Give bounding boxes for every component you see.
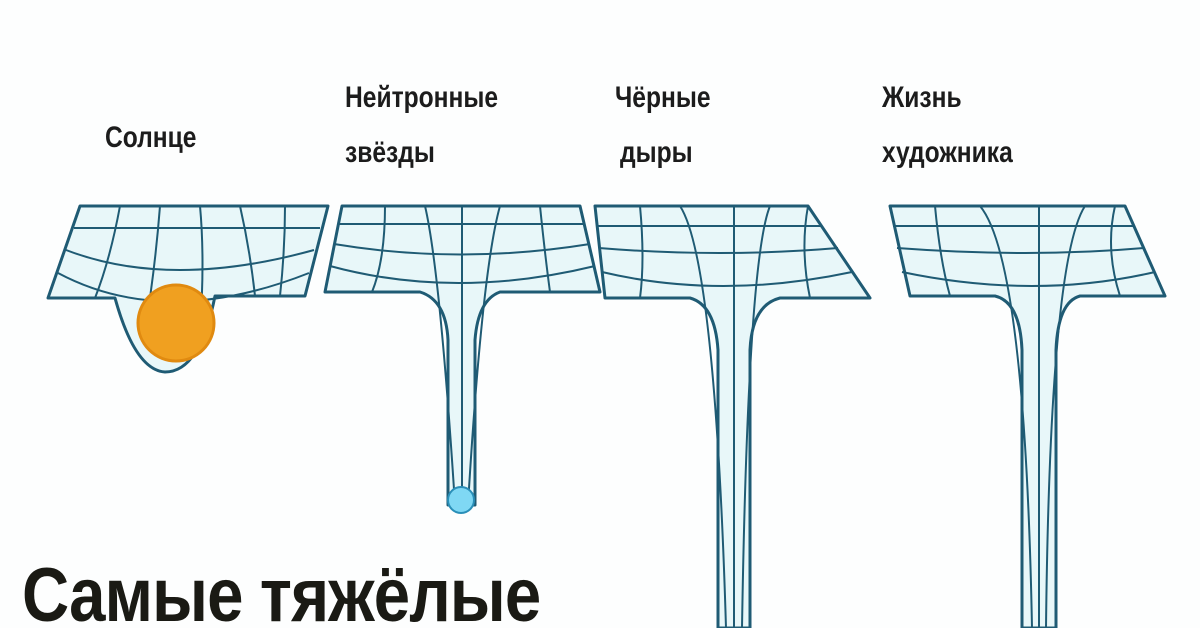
label-blackhole-2: дыры [620, 136, 693, 169]
label-neutron-2: звёзды [345, 136, 435, 169]
label-artist-1: Жизнь [882, 81, 962, 114]
label-blackhole-1: Чёрные [615, 81, 711, 114]
label-artist-2: художника [882, 136, 1013, 169]
blackhole-grid [593, 204, 872, 628]
label-neutron-1: Нейтронные [345, 81, 499, 114]
artist-grid [888, 204, 1167, 628]
grid-lines [57, 205, 1156, 628]
sun-ball [136, 283, 216, 363]
label-sun: Солнце [105, 121, 197, 154]
neutron-star-ball [447, 486, 475, 514]
caption-title: Самые тяжёлые [22, 553, 541, 628]
